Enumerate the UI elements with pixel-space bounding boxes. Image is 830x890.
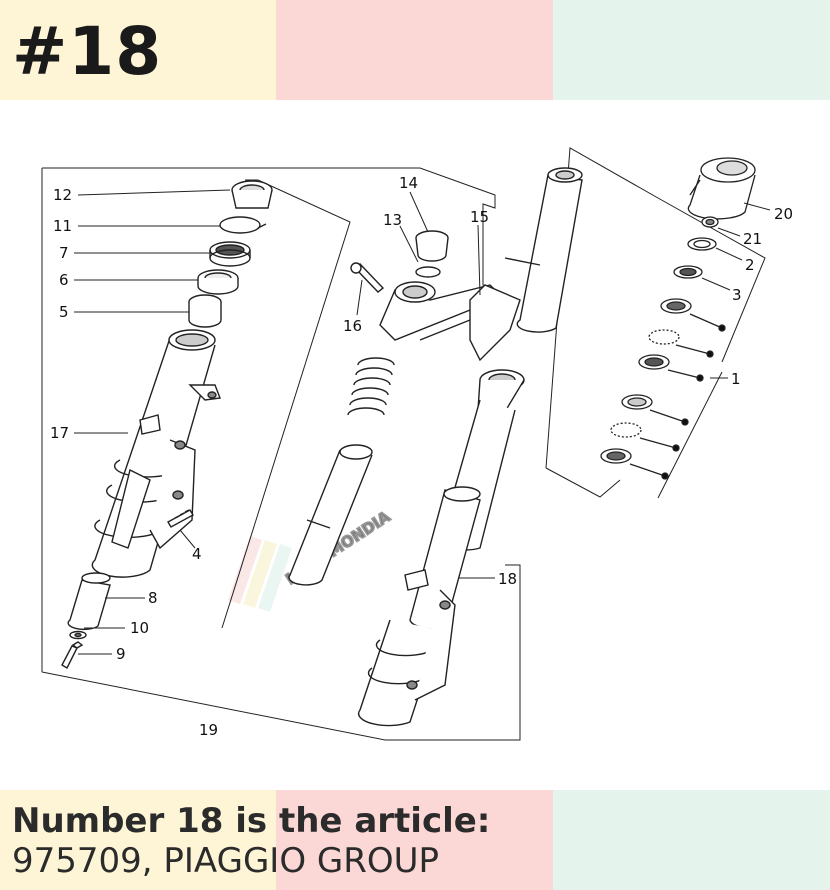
right-fork-leg xyxy=(357,167,583,727)
header-band-pink xyxy=(276,0,553,100)
callout-20: 20 xyxy=(774,205,793,223)
callout-11: 11 xyxy=(53,217,72,235)
footer-band-pink xyxy=(276,790,553,890)
callout-5: 5 xyxy=(59,303,69,321)
callout-14: 14 xyxy=(399,174,418,192)
header-band-yellow xyxy=(0,0,276,100)
callout-3: 3 xyxy=(732,286,742,304)
header-band xyxy=(0,0,830,100)
callout-8: 8 xyxy=(148,589,158,607)
callout-18: 18 xyxy=(498,570,517,588)
frame-17 xyxy=(221,179,351,629)
callout-9: 9 xyxy=(116,645,126,663)
watermark-stripes-icon xyxy=(228,536,292,612)
callout-17: 17 xyxy=(50,424,69,442)
caption-title: Number 18 is the article: xyxy=(12,801,491,841)
left-fork-leg xyxy=(61,180,273,669)
callout-12: 12 xyxy=(53,186,72,204)
footer-band-yellow xyxy=(0,790,276,890)
callout-4: 4 xyxy=(192,545,202,563)
callout-6: 6 xyxy=(59,271,69,289)
footer-band xyxy=(0,790,830,890)
leader-lines xyxy=(74,189,771,655)
callout-16: 16 xyxy=(343,317,362,335)
callout-19: 19 xyxy=(199,721,218,739)
callout-10: 10 xyxy=(130,619,149,637)
callout-1: 1 xyxy=(731,370,741,388)
header-band-green xyxy=(553,0,830,100)
reference-number: #18 xyxy=(12,13,163,90)
exploded-parts-diagram: MOTOMONDIA xyxy=(41,147,793,741)
frame-19 xyxy=(42,167,496,289)
center-assembly xyxy=(288,230,497,586)
caption-article: 975709, PIAGGIO GROUP xyxy=(12,841,440,881)
bearing-stack xyxy=(600,157,756,480)
callout-13: 13 xyxy=(383,211,402,229)
callout-2: 2 xyxy=(745,256,755,274)
callout-15: 15 xyxy=(470,208,489,226)
callouts: 12 11 7 6 5 17 4 8 10 9 19 14 13 15 16 1… xyxy=(50,174,793,739)
callout-7: 7 xyxy=(59,244,69,262)
callout-21: 21 xyxy=(743,230,762,248)
footer-band-green xyxy=(553,790,830,890)
